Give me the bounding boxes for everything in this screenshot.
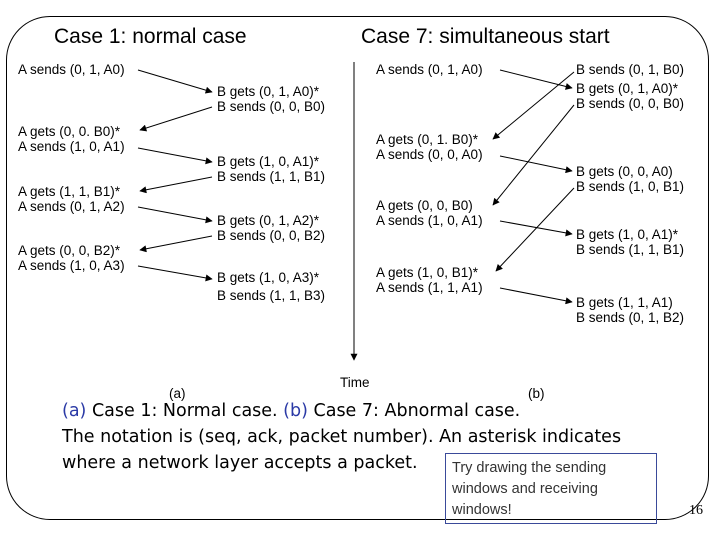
case1-msg-arrow <box>137 69 213 94</box>
case7-a-event: A sends (1, 0, A1) <box>376 213 483 228</box>
case7-msg-arrow <box>499 287 573 305</box>
case1-b-event: B sends (0, 0, B0) <box>217 99 325 114</box>
case1-b-event: B sends (1, 1, B3) <box>217 288 325 303</box>
case7-msg-arrow <box>499 220 573 237</box>
case7-msg-arrow <box>492 71 575 140</box>
case1-b-event: B sends (0, 0, B2) <box>217 228 325 243</box>
case7-msg-arrow <box>495 187 575 272</box>
case1-msg-arrow <box>137 147 213 165</box>
case7-b-event: B sends (1, 1, B1) <box>576 242 684 257</box>
case7-a-event: A sends (0, 1, A0) <box>376 62 483 77</box>
case7-msg-arrow <box>499 69 573 90</box>
case7-a-event: A gets (0, 1. B0)* <box>376 132 479 147</box>
case1-msg-arrow <box>139 235 213 253</box>
page-number: 16 <box>689 503 703 518</box>
caption-line-3: where a network layer accepts a packet. <box>62 453 418 473</box>
figure-caption: (a) Case 1: Normal case. (b) Case 7: Abn… <box>62 398 621 476</box>
case7-a-event: A gets (1, 0, B1)* <box>376 265 479 280</box>
case1-b-event: B sends (1, 1, B1) <box>217 169 325 184</box>
slide-frame <box>6 16 709 520</box>
case1-a-event: A gets (0, 0, B2)* <box>18 243 121 258</box>
case1-b-event: B gets (0, 1, A2)* <box>217 213 320 228</box>
caption-tag-a: (a) <box>62 401 87 421</box>
case1-msg-arrow <box>137 206 213 224</box>
case7-b-event: B gets (1, 0, A1)* <box>576 227 679 242</box>
case7-b-event: B gets (1, 1, A1) <box>576 295 673 310</box>
time-label: Time <box>340 375 370 390</box>
caption-text-b: Case 7: Abnormal case. <box>307 401 521 421</box>
case1-b-event: B gets (1, 0, A3)* <box>217 270 320 285</box>
caption-tag-b: (b) <box>283 401 308 421</box>
case7-a-event: A gets (0, 0, B0) <box>376 198 473 213</box>
case1-b-event: B gets (0, 1, A0)* <box>217 84 320 99</box>
case7-b-event: B sends (0, 0, B0) <box>576 96 684 111</box>
sublabel-a: (a) <box>169 386 186 401</box>
case7-a-event: A sends (1, 1, A1) <box>376 280 483 295</box>
case7-msg-arrow <box>499 155 573 174</box>
caption-line-1: (a) Case 1: Normal case. (b) Case 7: Abn… <box>62 398 621 424</box>
sublabel-b: (b) <box>528 386 545 401</box>
case1-b-event: B gets (1, 0, A1)* <box>217 154 320 169</box>
case1-a-event: A sends (0, 1, A0) <box>18 62 125 77</box>
header-case7: Case 7: simultaneous start <box>361 25 610 48</box>
case1-msg-arrow <box>137 265 213 282</box>
header-case1: Case 1: normal case <box>54 25 247 48</box>
caption-text-a: Case 1: Normal case. <box>86 401 284 421</box>
case7-a-event: A sends (0, 0, A0) <box>376 147 483 162</box>
case1-a-event: A sends (1, 0, A1) <box>18 139 125 154</box>
case1-a-event: A sends (0, 1, A2) <box>18 199 125 214</box>
exercise-note-box: Try drawing the sending windows and rece… <box>445 453 657 524</box>
case7-b-event: B sends (0, 1, B2) <box>576 310 684 325</box>
case1-msg-arrow <box>139 106 213 132</box>
case7-msg-arrow <box>492 104 575 206</box>
case1-a-event: A sends (1, 0, A3) <box>18 258 125 273</box>
case1-msg-arrow <box>139 176 213 194</box>
case1-a-event: A gets (1, 1, B1)* <box>18 184 121 199</box>
case7-b-event: B gets (0, 1, A0)* <box>576 81 679 96</box>
case7-b-event: B sends (1, 0, B1) <box>576 179 684 194</box>
case7-b-event: B gets (0, 0, A0) <box>576 164 673 179</box>
case7-b-event: B sends (0, 1, B0) <box>576 62 684 77</box>
case1-a-event: A gets (0, 0. B0)* <box>18 124 121 139</box>
caption-line-2: The notation is (seq, ack, packet number… <box>62 427 622 447</box>
